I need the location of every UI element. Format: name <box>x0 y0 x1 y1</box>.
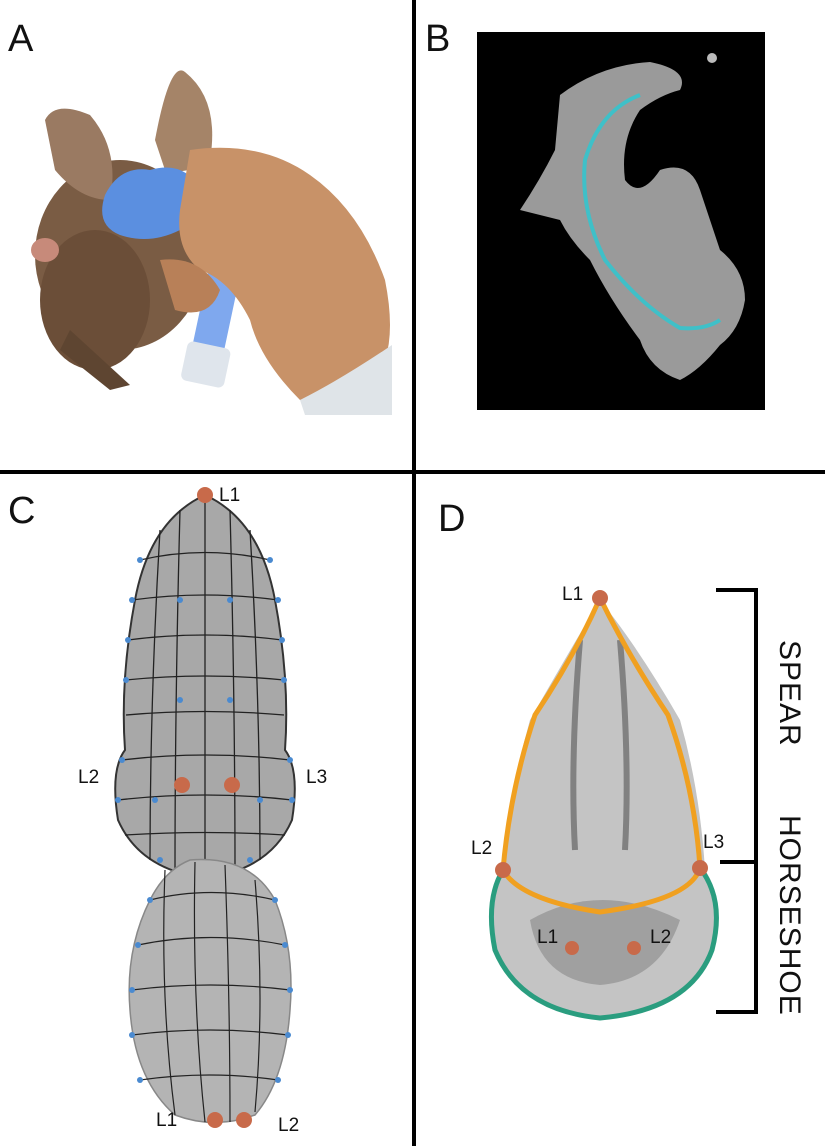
region-bracket <box>716 590 756 1012</box>
d-label-inner-l2: L2 <box>650 927 671 949</box>
horseshoe-region-label: HORSESHOE <box>772 815 806 1016</box>
spear-region-label: SPEAR <box>772 640 806 747</box>
landmark-d-inner-l1 <box>565 941 579 955</box>
d-label-l1: L1 <box>562 584 583 606</box>
landmark-d-inner-l2 <box>627 941 641 955</box>
landmark-d-l3 <box>692 860 708 876</box>
landmark-d-l2 <box>495 862 511 878</box>
d-label-l3: L3 <box>703 832 724 854</box>
landmark-d-l1 <box>592 590 608 606</box>
d-label-l2: L2 <box>471 838 492 860</box>
d-label-inner-l1: L1 <box>537 927 558 949</box>
